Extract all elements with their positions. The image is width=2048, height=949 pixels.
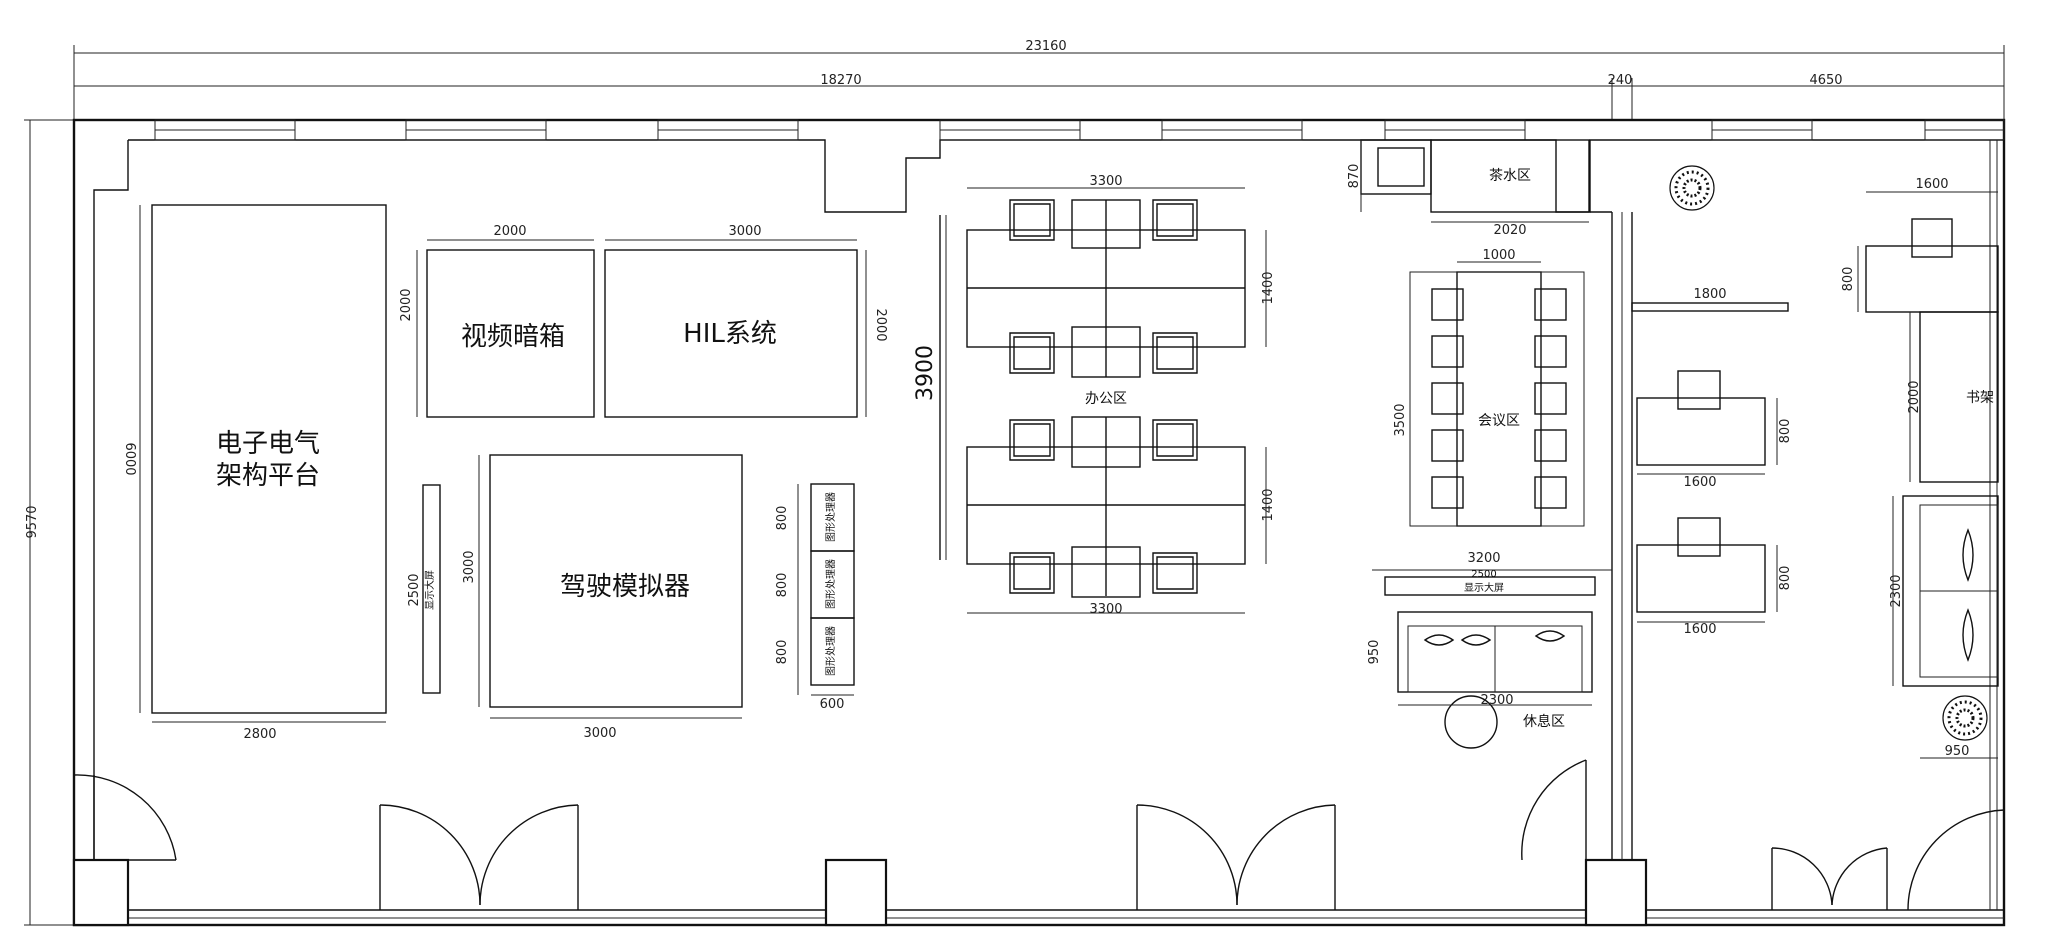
plant-icon bbox=[1942, 695, 1988, 741]
left-screen-label: 显示大屏 bbox=[423, 570, 436, 610]
meeting-label: 会议区 bbox=[1478, 413, 1520, 429]
desk1-height-dim: 800 bbox=[1778, 419, 1793, 444]
desk1-width-dim: 1600 bbox=[1683, 475, 1716, 490]
tea-label: 茶水区 bbox=[1489, 168, 1531, 184]
sofa2-width-dim: 950 bbox=[1945, 744, 1970, 759]
desk3-width-dim: 1600 bbox=[1915, 177, 1948, 192]
platform-height-dim: 6000 bbox=[122, 442, 137, 475]
right-room bbox=[1631, 191, 1999, 759]
desk-height-bottom-dim: 1400 bbox=[1261, 488, 1276, 521]
sofa-height-dim: 950 bbox=[1367, 640, 1382, 665]
ee-platform-label-1: 电子电气 bbox=[216, 429, 320, 459]
hil-height-dim: 2000 bbox=[873, 308, 888, 341]
gpu-dim-3: 800 bbox=[775, 640, 790, 665]
gpu-label-3: 图形处理器 bbox=[825, 626, 837, 676]
office-label: 办公区 bbox=[1085, 391, 1127, 407]
screen2-dim-b: 2500 bbox=[1471, 569, 1496, 580]
desk3-height-dim: 800 bbox=[1841, 267, 1856, 292]
office-area bbox=[939, 187, 1267, 614]
partition-dim: 1800 bbox=[1693, 287, 1726, 302]
total-width-dim: 23160 bbox=[1025, 39, 1066, 54]
screen2-label: 显示大屏 bbox=[1464, 581, 1504, 594]
platform-width-dim: 2800 bbox=[243, 727, 276, 742]
office-span-dim: 3900 bbox=[913, 345, 938, 401]
total-height-dim: 9570 bbox=[25, 505, 40, 538]
hil-system bbox=[604, 239, 867, 418]
left-width-dim: 18270 bbox=[820, 73, 861, 88]
sofa2-height-dim: 2300 bbox=[1889, 574, 1904, 607]
ee-platform bbox=[139, 204, 387, 723]
doors bbox=[73, 759, 2005, 911]
wall-width-dim: 240 bbox=[1608, 73, 1633, 88]
gpu-label-1: 图形处理器 bbox=[825, 492, 837, 542]
meeting-height-dim: 3500 bbox=[1393, 403, 1408, 436]
meeting-width-dim: 1000 bbox=[1482, 248, 1515, 263]
bookshelf-label: 书架 bbox=[1966, 390, 1994, 406]
lounge-label: 休息区 bbox=[1523, 713, 1565, 730]
simulator-height-dim: 3000 bbox=[462, 550, 477, 583]
darkbox-width-dim: 2000 bbox=[493, 224, 526, 239]
simulator-label: 驾驶模拟器 bbox=[560, 572, 690, 602]
gpu-width-dim: 600 bbox=[820, 697, 845, 712]
partition-wall bbox=[1590, 211, 1633, 860]
tea-height-dim: 870 bbox=[1347, 164, 1362, 189]
desk-width-top-dim: 3300 bbox=[1089, 174, 1122, 189]
sofa-width-dim: 2300 bbox=[1480, 693, 1513, 708]
hil-width-dim: 3000 bbox=[728, 224, 761, 239]
ee-platform-label-2: 架构平台 bbox=[216, 461, 320, 491]
hil-label: HIL系统 bbox=[683, 319, 777, 349]
right-width-dim: 4650 bbox=[1809, 73, 1842, 88]
tea-area bbox=[1360, 139, 1590, 223]
simulator-width-dim: 3000 bbox=[583, 726, 616, 741]
outer-walls bbox=[72, 118, 2006, 927]
desk2-width-dim: 1600 bbox=[1683, 622, 1716, 637]
left-screen bbox=[422, 484, 441, 694]
right-screen bbox=[1372, 569, 1612, 596]
desk-height-top-dim: 1400 bbox=[1261, 271, 1276, 304]
left-screen-dim: 2500 bbox=[407, 573, 422, 606]
plant-icon bbox=[1669, 165, 1715, 211]
darkbox-height-dim: 2000 bbox=[399, 288, 414, 321]
screen2-dim-a: 3200 bbox=[1467, 551, 1500, 566]
top-dimension-lines bbox=[24, 45, 2005, 926]
meeting-area bbox=[1409, 261, 1585, 527]
gpu-label-2: 图形处理器 bbox=[825, 559, 837, 609]
darkbox-label: 视频暗箱 bbox=[461, 322, 565, 352]
desk-width-bottom-dim: 3300 bbox=[1089, 602, 1122, 617]
gpu-dim-2: 800 bbox=[775, 573, 790, 598]
gpu-dim-1: 800 bbox=[775, 506, 790, 531]
lounge-area bbox=[1397, 611, 1593, 749]
gpu-racks bbox=[797, 483, 855, 696]
video-darkbox bbox=[416, 239, 595, 418]
tea-width-dim: 2020 bbox=[1493, 223, 1526, 238]
driving-simulator bbox=[478, 454, 743, 719]
desk2-height-dim: 800 bbox=[1778, 566, 1793, 591]
shelf-height-dim: 2000 bbox=[1907, 380, 1922, 413]
